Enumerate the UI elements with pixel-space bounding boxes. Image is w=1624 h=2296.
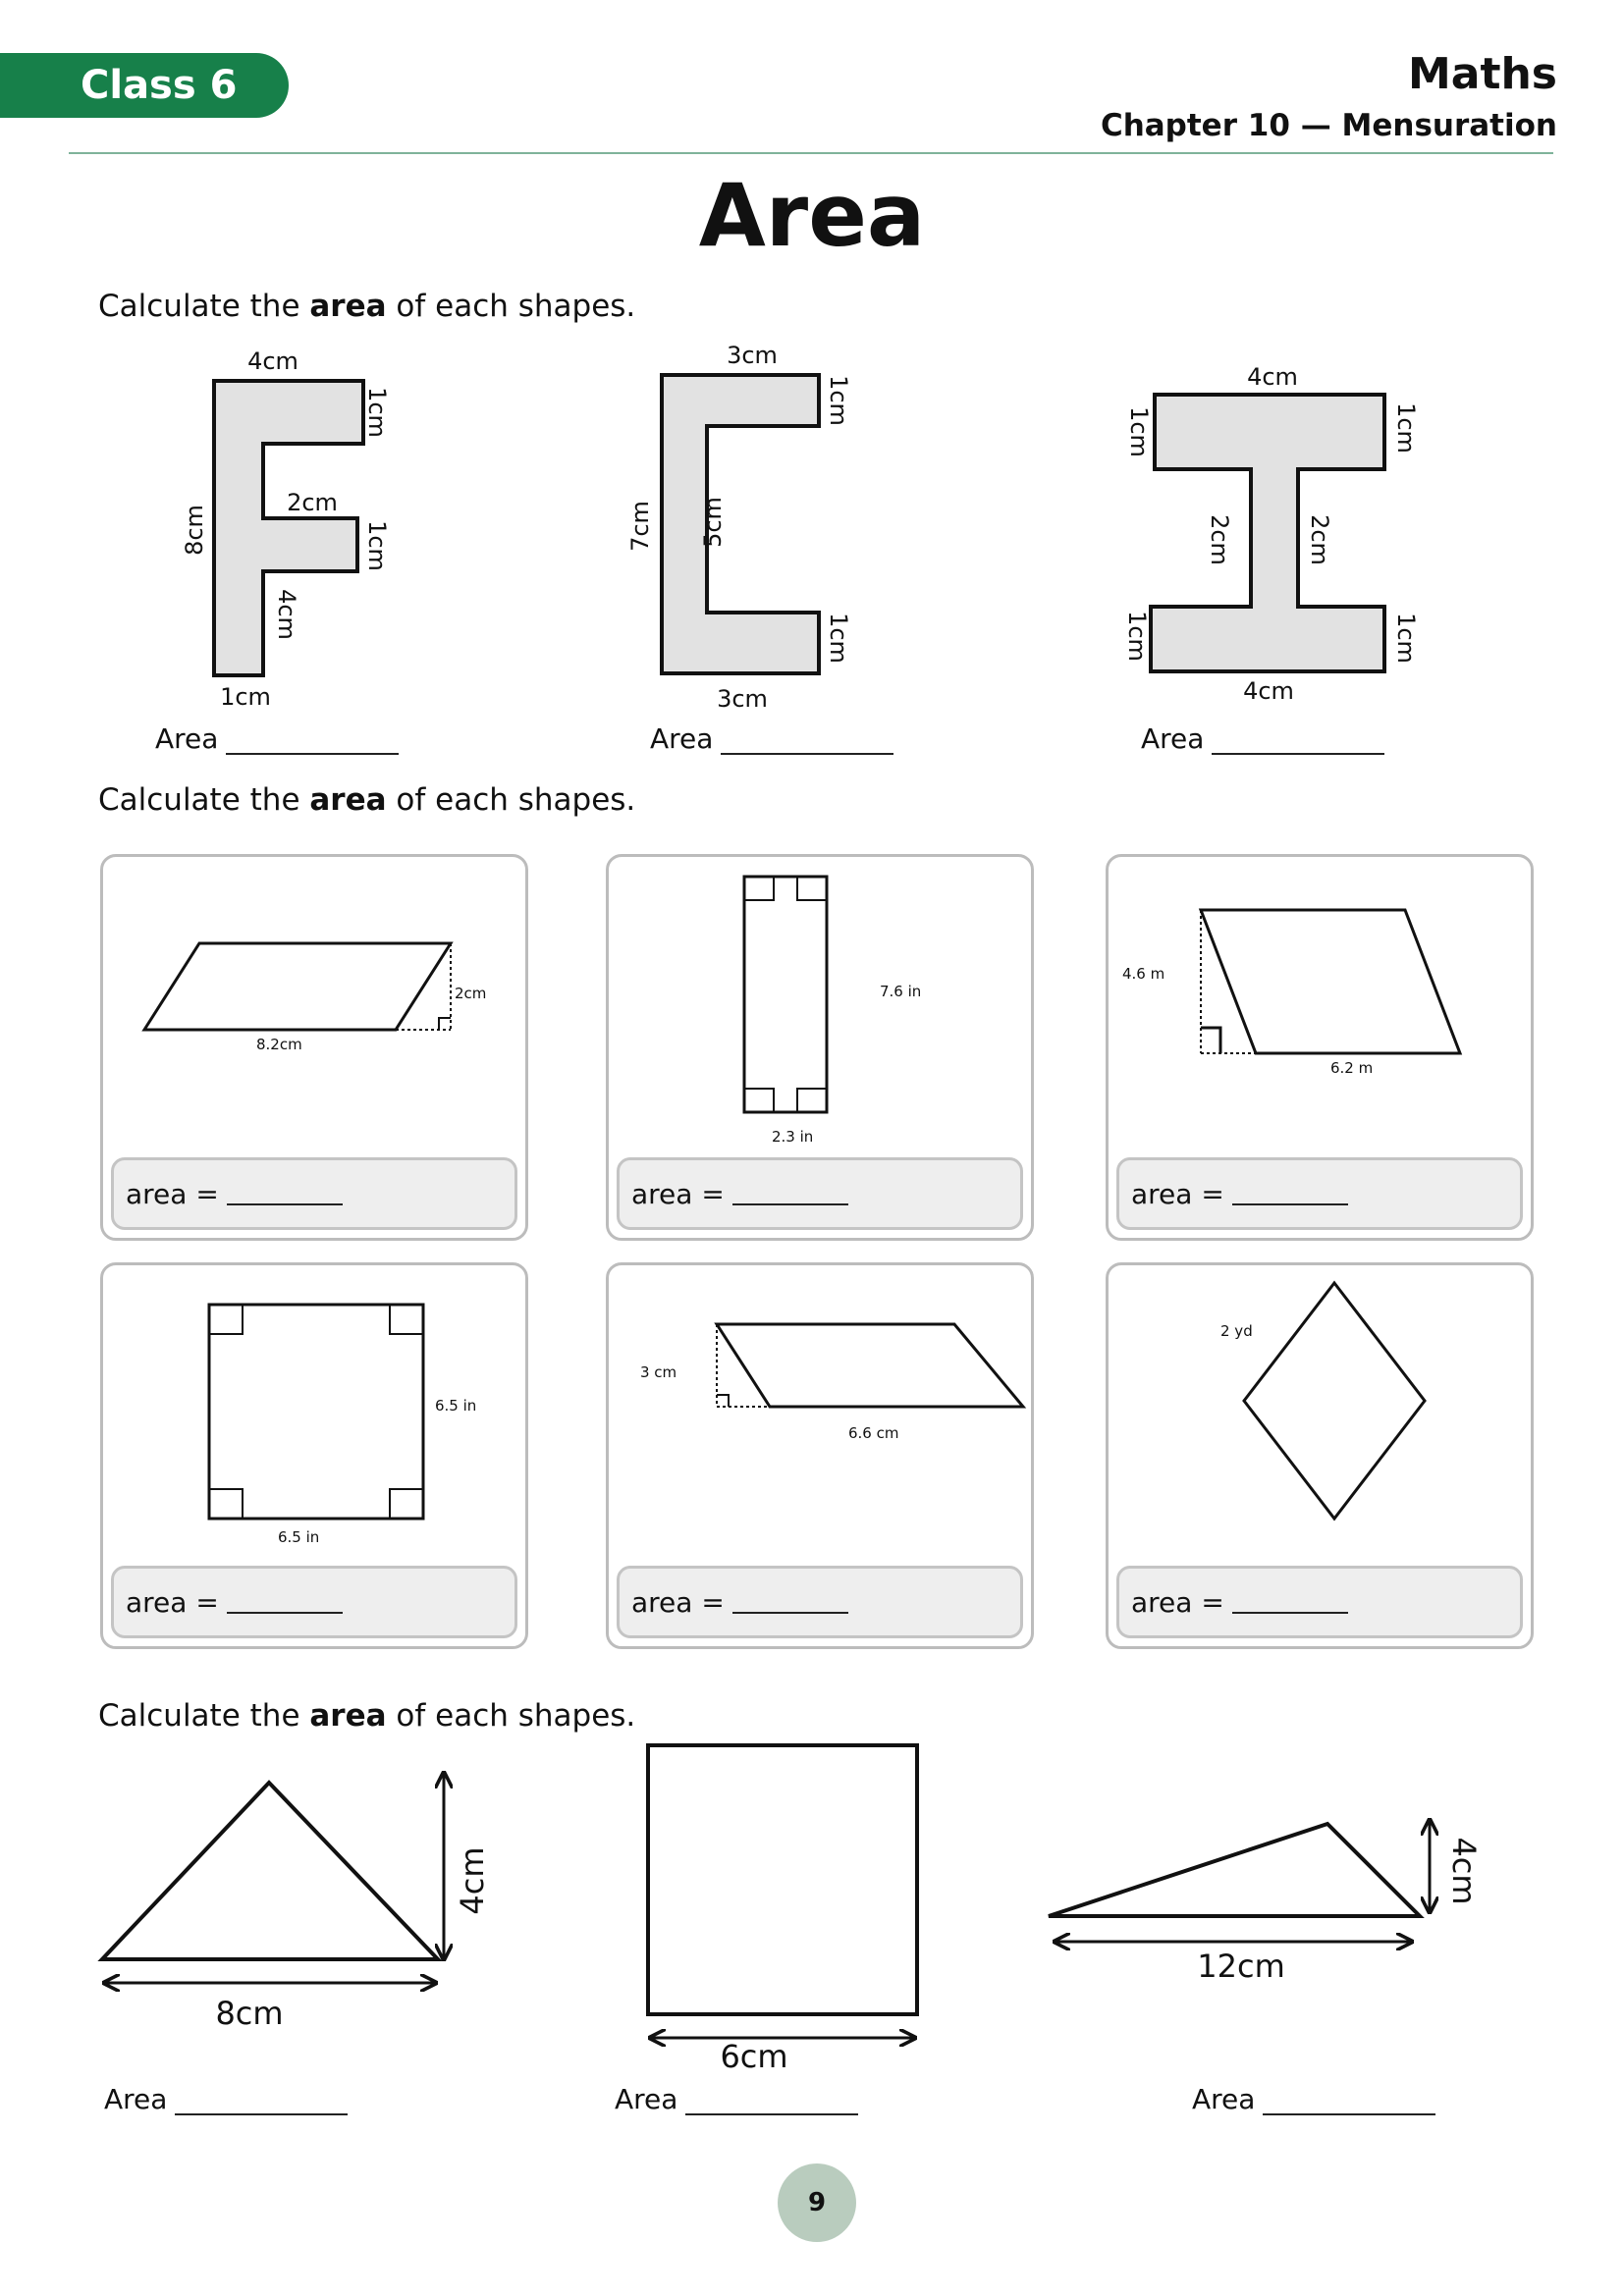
- card-answer-box: area =: [111, 1566, 517, 1638]
- square-shape-large: [646, 1743, 919, 2016]
- rectangle-shape: [742, 875, 829, 1114]
- answer-triangle: Area: [104, 2083, 349, 2115]
- class-tab: Class 6: [0, 53, 289, 118]
- chapter-title: Chapter 10 — Mensuration: [1100, 108, 1557, 143]
- label-side-bottom: 6.5 in: [278, 1528, 319, 1546]
- answer-c-shape: Area: [650, 722, 894, 755]
- c-label-left: 7cm: [626, 501, 654, 552]
- i-shape: [1149, 393, 1386, 673]
- card-parallelogram-1: 2cm 8.2cm area =: [100, 854, 528, 1241]
- label-height: 4.6 m: [1122, 965, 1164, 983]
- card-parallelogram-3: 3 cm 6.6 cm area =: [606, 1262, 1034, 1649]
- answer-blank[interactable]: [1231, 1182, 1348, 1205]
- f-label-inner: 4cm: [273, 589, 300, 640]
- answer-blank[interactable]: [226, 1590, 343, 1614]
- f-label-right-top: 1cm: [363, 387, 391, 438]
- f-label-bottom: 1cm: [220, 683, 271, 711]
- answer-blank[interactable]: [226, 1182, 343, 1205]
- i-label-right-top: 1cm: [1392, 402, 1420, 454]
- i-label-left-bottom: 1cm: [1123, 611, 1151, 662]
- f-label-top: 4cm: [247, 347, 298, 375]
- instruction-3: Calculate the area of each shapes.: [98, 1698, 636, 1734]
- answer-blank[interactable]: [1263, 2090, 1436, 2115]
- answer-blank[interactable]: [175, 2090, 349, 2115]
- answer-square: Area: [615, 2083, 859, 2115]
- card-answer-box: area =: [111, 1157, 517, 1230]
- answer-blank[interactable]: [1212, 729, 1385, 755]
- header-divider: [69, 152, 1553, 154]
- i-label-left-mid: 2cm: [1206, 514, 1233, 565]
- card-rectangle: 7.6 in 2.3 in area =: [606, 854, 1034, 1241]
- i-label-right-bottom: 1cm: [1392, 613, 1420, 664]
- parallelogram-shape: [1198, 908, 1463, 1055]
- section3-shapes: 8cm 4cm 6cm 12cm 4cm: [97, 1743, 1483, 2075]
- instruction-1: Calculate the area of each shapes.: [98, 289, 636, 324]
- section1-shapes: 4cm 1cm 2cm 1cm 8cm 4cm 1cm 3cm 1cm 7cm …: [181, 342, 1420, 713]
- obtuse-label-base: 12cm: [1197, 1948, 1284, 1985]
- card-answer-box: area =: [617, 1566, 1023, 1638]
- card-square: 6.5 in 6.5 in area =: [100, 1262, 528, 1649]
- c-label-top: 3cm: [727, 342, 778, 369]
- triangle-label-base: 8cm: [215, 1995, 283, 2032]
- answer-blank[interactable]: [721, 729, 894, 755]
- label-base: 8.2cm: [256, 1036, 302, 1053]
- label-side-right: 6.5 in: [435, 1397, 476, 1415]
- answer-blank[interactable]: [226, 729, 400, 755]
- square-label-side: 6cm: [720, 2038, 787, 2075]
- c-shape: [660, 373, 821, 675]
- instruction-2: Calculate the area of each shapes.: [98, 782, 636, 818]
- answer-blank[interactable]: [685, 2090, 859, 2115]
- obtuse-label-height: 4cm: [1445, 1837, 1483, 1904]
- card-rhombus: 2 yd area =: [1106, 1262, 1534, 1649]
- answer-blank[interactable]: [1231, 1590, 1348, 1614]
- f-label-left: 8cm: [181, 505, 208, 556]
- label-height: 3 cm: [640, 1363, 677, 1381]
- c-label-inner: 5cm: [699, 497, 727, 548]
- i-label-right-mid: 2cm: [1306, 514, 1333, 565]
- label-width: 2.3 in: [772, 1128, 813, 1146]
- card-parallelogram-2: 4.6 m 6.2 m area =: [1106, 854, 1534, 1241]
- square-shape: [207, 1303, 425, 1521]
- obtuse-triangle-shape: [1048, 1821, 1425, 1918]
- label-base: 6.6 cm: [848, 1424, 898, 1442]
- i-label-left-top: 1cm: [1125, 406, 1153, 457]
- i-label-bottom: 4cm: [1243, 677, 1294, 705]
- answer-blank[interactable]: [731, 1182, 848, 1205]
- page-title: Area: [698, 165, 926, 266]
- label-base: 6.2 m: [1330, 1059, 1373, 1077]
- f-shape: [212, 379, 365, 677]
- answer-i-shape: Area: [1141, 722, 1385, 755]
- subject-title: Maths: [1407, 49, 1557, 99]
- f-label-right-mid: 1cm: [363, 520, 391, 571]
- f-label-middle: 2cm: [287, 489, 338, 516]
- card-answer-box: area =: [1116, 1566, 1523, 1638]
- parallelogram-shape: [714, 1322, 1027, 1409]
- parallelogram-shape: [141, 941, 454, 1032]
- i-label-top: 4cm: [1247, 363, 1298, 391]
- page-number: 9: [778, 2163, 856, 2242]
- answer-f-shape: Area: [155, 722, 400, 755]
- label-height: 7.6 in: [880, 983, 921, 1000]
- c-label-bottom: 3cm: [717, 685, 768, 713]
- triangle-shape: [97, 1780, 443, 1961]
- card-answer-box: area =: [1116, 1157, 1523, 1230]
- c-label-right-bottom: 1cm: [825, 613, 852, 664]
- triangle-label-height: 4cm: [454, 1846, 491, 1914]
- rhombus-shape: [1242, 1280, 1427, 1522]
- label-side: 2 yd: [1220, 1322, 1253, 1340]
- c-label-right-top: 1cm: [825, 375, 852, 426]
- answer-obtuse-triangle: Area: [1192, 2083, 1436, 2115]
- label-height: 2cm: [455, 985, 486, 1002]
- card-answer-box: area =: [617, 1157, 1023, 1230]
- answer-blank[interactable]: [731, 1590, 848, 1614]
